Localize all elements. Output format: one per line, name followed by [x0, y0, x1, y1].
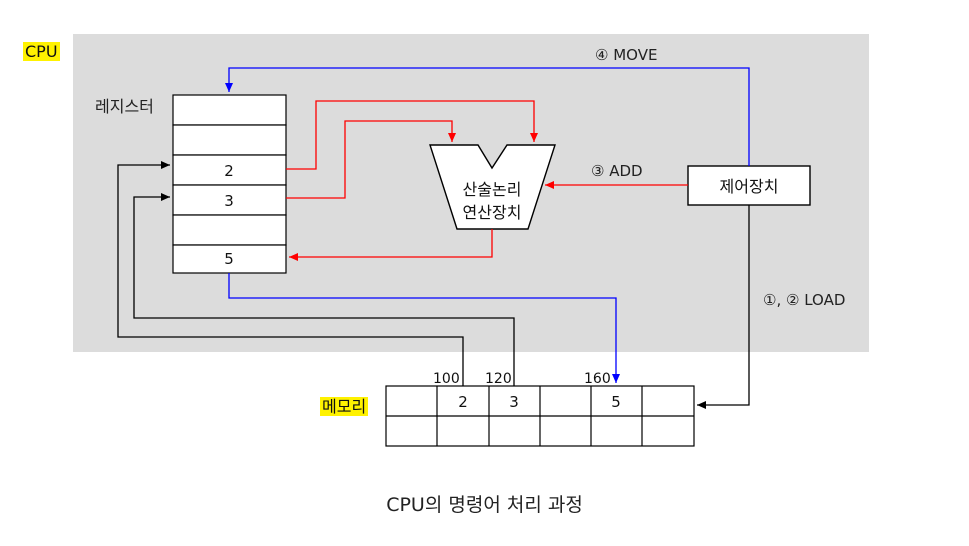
load-path-120-to-register	[133, 193, 515, 386]
memory-table: 2 3 5	[385, 385, 695, 447]
memory-cell-value: 5	[611, 393, 621, 411]
register-label: 레지스터	[95, 97, 154, 116]
move-step-label: ④ MOVE	[595, 46, 657, 64]
memory-address: 160	[584, 371, 611, 387]
control-unit: 제어장치	[687, 165, 811, 206]
memory-cell-value: 2	[458, 393, 468, 411]
alu-label-line2: 연산장치	[463, 203, 522, 222]
add-path-alu-to-reg5	[289, 229, 493, 261]
alu-label-line1: 산술논리	[463, 180, 522, 199]
register-stack: 2 3 5	[172, 94, 287, 274]
move-path-reg5-to-memory	[228, 273, 620, 383]
register-value: 3	[224, 192, 234, 210]
diagram-caption: CPU의 명령어 처리 과정	[386, 494, 583, 516]
add-arrows	[286, 100, 688, 261]
load-step-label: ①, ② LOAD	[763, 291, 845, 309]
control-unit-label: 제어장치	[720, 177, 779, 196]
move-arrows	[225, 67, 750, 383]
add-path-reg2-to-alu	[286, 100, 538, 170]
register-value: 2	[224, 162, 234, 180]
add-step-label: ③ ADD	[591, 162, 643, 180]
register-value: 5	[224, 250, 234, 268]
load-path-100-to-register	[117, 161, 464, 386]
memory-cell-value: 3	[509, 393, 519, 411]
load-arrows	[117, 161, 750, 409]
memory-address: 120	[485, 371, 512, 387]
cpu-label: CPU	[23, 42, 60, 61]
load-path-control-to-memory	[697, 205, 750, 409]
alu: 산술논리 연산장치	[429, 144, 556, 230]
move-path-control-to-register	[225, 67, 750, 166]
memory-label: 메모리	[320, 397, 369, 416]
memory-address: 100	[433, 371, 460, 387]
add-path-reg3-to-alu	[286, 120, 456, 199]
